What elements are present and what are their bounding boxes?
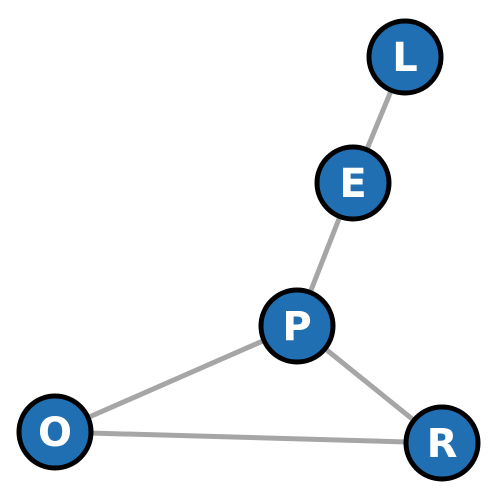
edge-o-r — [52, 429, 445, 446]
node-l: L — [366, 18, 444, 96]
node-circle — [366, 18, 444, 96]
node-e: E — [314, 144, 392, 222]
node-label: R — [427, 421, 458, 467]
nodes-layer: L E P O R — [16, 18, 481, 482]
node-label: L — [392, 35, 418, 81]
node-label: O — [38, 410, 72, 456]
edge-p-o — [52, 323, 300, 435]
node-label: P — [282, 304, 311, 350]
node-circle — [16, 393, 94, 471]
node-r: R — [403, 404, 481, 482]
node-circle — [403, 404, 481, 482]
node-label: E — [339, 161, 366, 207]
edges-layer — [52, 54, 445, 446]
node-circle — [314, 144, 392, 222]
node-p: P — [258, 287, 336, 365]
node-circle — [258, 287, 336, 365]
node-o: O — [16, 393, 94, 471]
